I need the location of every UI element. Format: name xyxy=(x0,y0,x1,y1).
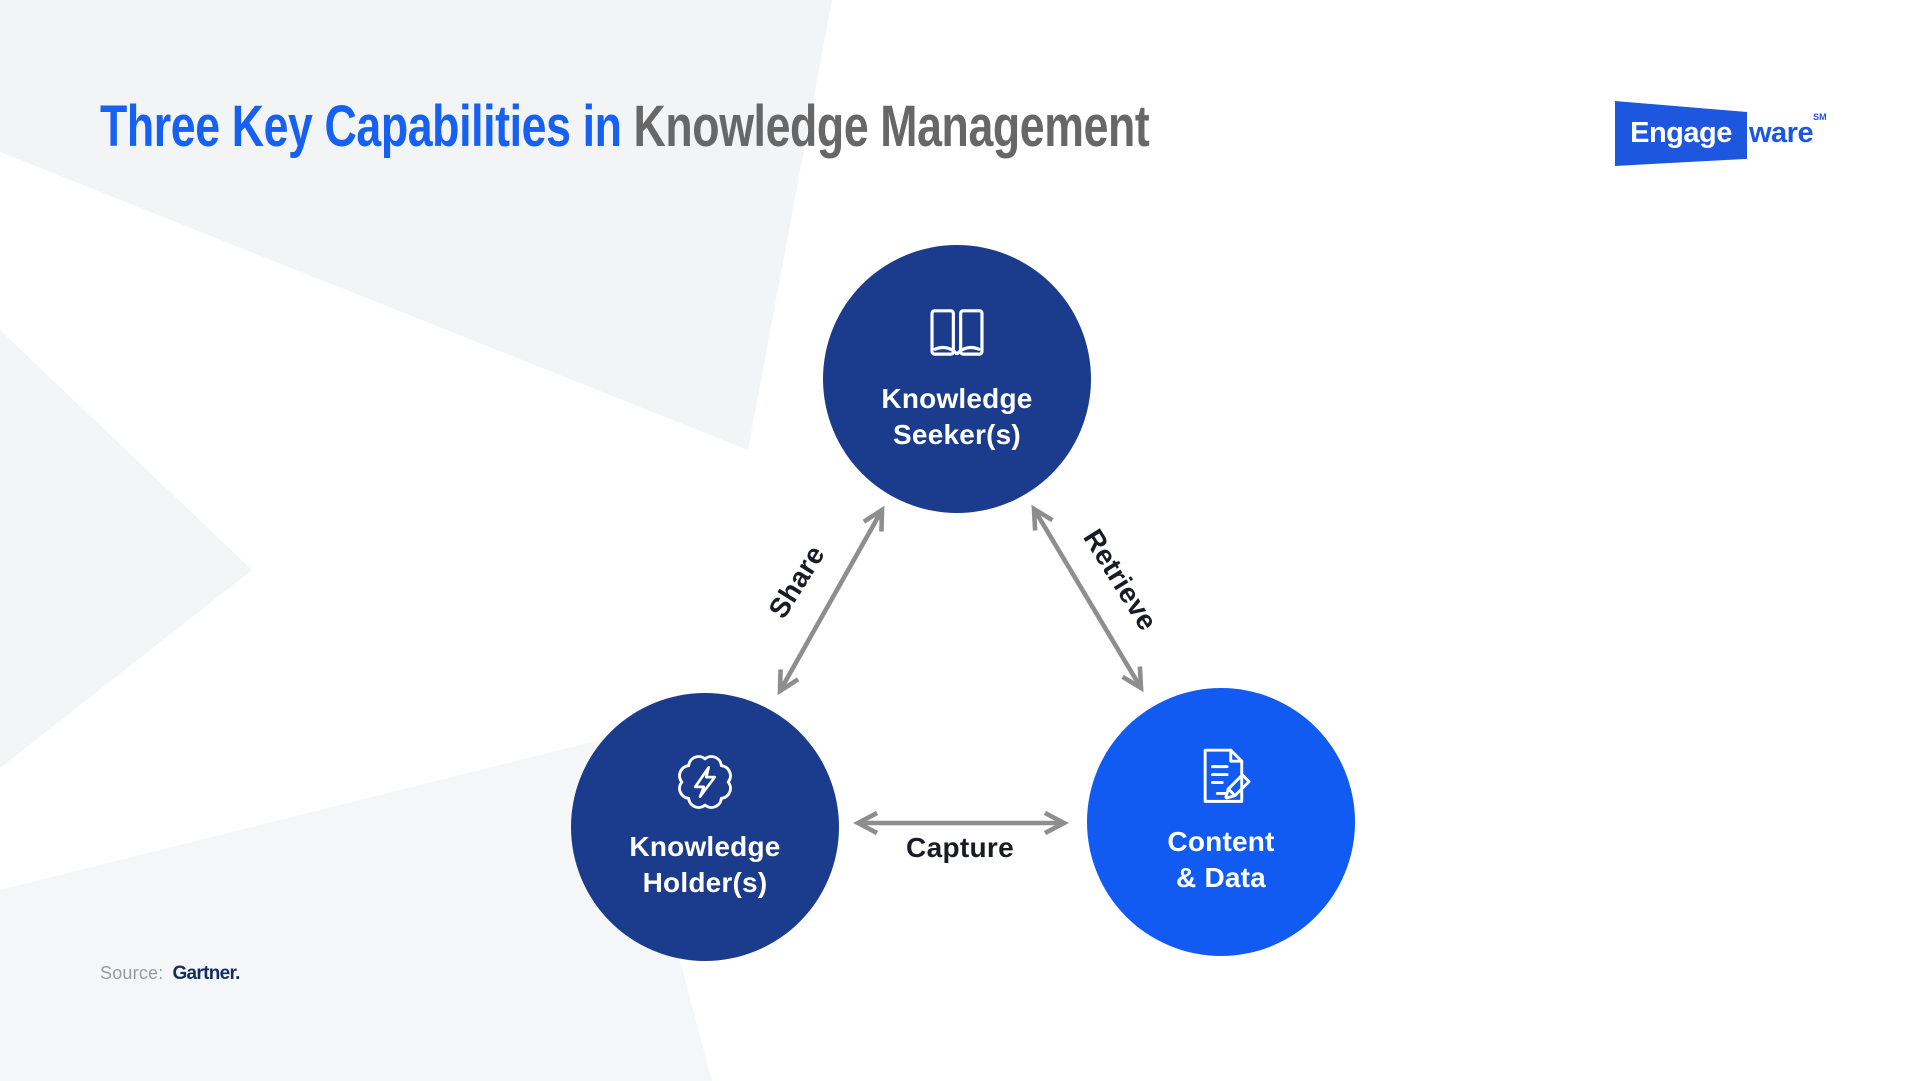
source-note: Source: Gartner. xyxy=(100,963,240,985)
page-title: Three Key Capabilities in Knowledge Mana… xyxy=(100,94,1150,159)
node-label-line1: Knowledge xyxy=(881,383,1033,414)
logo-ware-word: ware xyxy=(1749,117,1814,149)
node-label-line2: Seeker(s) xyxy=(893,419,1021,450)
node-knowledge-holders: Knowledge Holder(s) xyxy=(571,693,839,961)
title-rest-text: Knowledge Management xyxy=(633,94,1150,159)
node-knowledge-seekers: Knowledge Seeker(s) xyxy=(823,245,1091,513)
source-prefix: Source: xyxy=(100,963,164,983)
capture-label: Capture xyxy=(906,832,1014,863)
node-label-line2: & Data xyxy=(1176,862,1266,893)
node-content-data: Content & Data xyxy=(1087,688,1355,956)
share-arrow xyxy=(780,510,882,691)
node-label-line1: Knowledge xyxy=(629,831,781,862)
node-label-line2: Holder(s) xyxy=(642,867,768,898)
open-book-icon xyxy=(930,309,984,356)
node-label: Knowledge Seeker(s) xyxy=(881,381,1032,453)
logo-flag-shape: Engage xyxy=(1615,101,1747,166)
node-label-line1: Content xyxy=(1167,826,1275,857)
gartner-wordmark: Gartner. xyxy=(172,963,240,984)
brain-lightning-icon xyxy=(678,755,732,809)
logo-sm-superscript: SM xyxy=(1813,112,1827,123)
document-pencil-icon xyxy=(1203,748,1251,803)
node-label: Content & Data xyxy=(1167,824,1274,896)
logo-ware-text: wareSM xyxy=(1749,112,1827,150)
logo-engage-text: Engage xyxy=(1630,117,1732,149)
node-label: Knowledge Holder(s) xyxy=(629,829,780,901)
retrieve-arrow xyxy=(1034,509,1141,688)
engageware-logo: Engage wareSM xyxy=(1615,101,1827,166)
title-accent-text: Three Key Capabilities in xyxy=(100,94,622,159)
